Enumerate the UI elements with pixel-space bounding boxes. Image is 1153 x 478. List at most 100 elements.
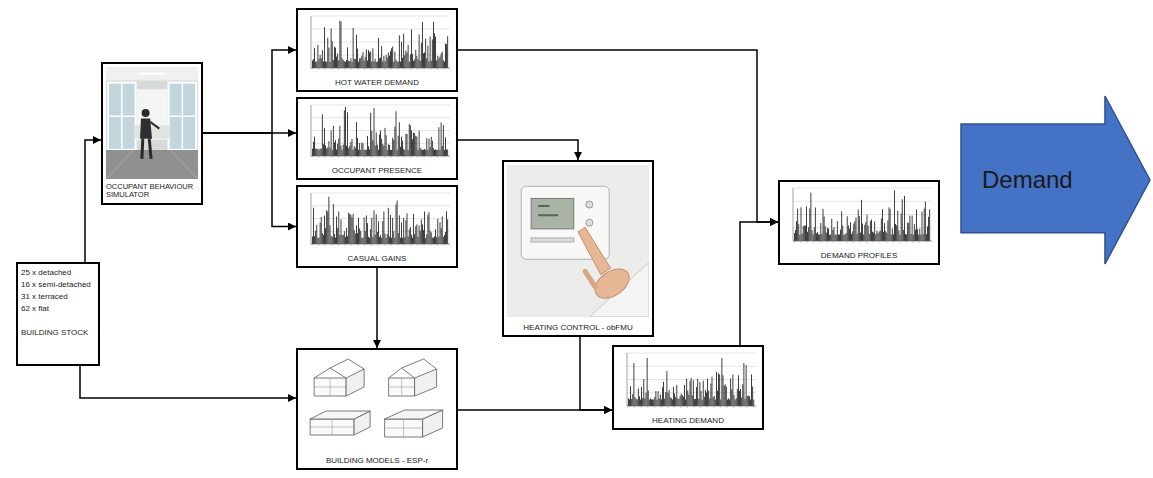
drawing-rect bbox=[641, 387, 643, 406]
drawing-rect bbox=[709, 399, 711, 406]
drawing-rect bbox=[321, 50, 323, 68]
drawing-rect bbox=[743, 363, 745, 406]
drawing-rect bbox=[695, 399, 697, 406]
stock-item: 16 x semi-detached bbox=[21, 279, 95, 291]
drawing-rect bbox=[392, 218, 394, 244]
drawing-rect bbox=[358, 150, 360, 156]
drawing-rect bbox=[735, 398, 737, 406]
drawing-rect bbox=[670, 398, 672, 406]
drawing-rect bbox=[315, 62, 317, 68]
simulator-box: OCCUPANT BEHAVIOUR SIMULATOR bbox=[101, 62, 203, 205]
drawing-rect bbox=[928, 217, 930, 241]
drawing-rect bbox=[811, 230, 813, 241]
drawing-rect bbox=[380, 130, 382, 156]
drawing-line bbox=[364, 244, 365, 246]
drawing-rect bbox=[430, 137, 432, 156]
drawing-rect bbox=[342, 145, 344, 156]
drawing-rect bbox=[436, 60, 438, 68]
drawing-line bbox=[430, 244, 431, 246]
drawing-rect bbox=[373, 210, 375, 244]
drawing-rect bbox=[336, 149, 338, 156]
drawing-rect bbox=[823, 216, 825, 241]
drawing-rect bbox=[341, 235, 343, 244]
drawing-rect bbox=[687, 391, 689, 406]
drawing-rect bbox=[385, 55, 387, 68]
drawing-rect bbox=[906, 235, 908, 241]
drawing-rect bbox=[362, 143, 364, 156]
drawing-path bbox=[140, 119, 152, 139]
drawing-rect bbox=[346, 146, 348, 156]
drawing-rect bbox=[376, 232, 378, 244]
drawing-rect bbox=[865, 222, 867, 241]
drawing-path bbox=[310, 411, 370, 419]
drawing-rect bbox=[725, 387, 727, 406]
drawing-path bbox=[311, 16, 450, 68]
drawing-rect bbox=[348, 148, 350, 156]
photo-drawing bbox=[106, 67, 198, 179]
drawing-rect bbox=[878, 231, 880, 241]
drawing-rect bbox=[441, 216, 443, 244]
drawing-rect bbox=[420, 219, 422, 244]
drawing-line bbox=[800, 241, 801, 243]
drawing-rect bbox=[354, 59, 356, 68]
drawing-rect bbox=[403, 218, 405, 244]
drawing-rect bbox=[842, 226, 844, 241]
drawing-rect bbox=[659, 395, 661, 406]
box-label: Demand bbox=[982, 166, 1152, 194]
drawing-rect bbox=[444, 235, 446, 244]
drawing-rect bbox=[327, 211, 329, 244]
drawing-rect bbox=[396, 200, 398, 244]
drawing-rect bbox=[918, 235, 920, 241]
drawing-line bbox=[866, 241, 867, 243]
drawing-rect bbox=[884, 223, 886, 241]
drawing-rect bbox=[349, 146, 351, 156]
drawing-rect bbox=[412, 139, 414, 156]
drawing-rect bbox=[871, 220, 873, 241]
drawing-line bbox=[364, 68, 365, 70]
drawing-rect bbox=[796, 221, 798, 241]
drawing-rect bbox=[415, 226, 417, 244]
drawing-rect bbox=[834, 234, 836, 241]
drawing-rect bbox=[711, 377, 713, 406]
drawing-rect bbox=[424, 149, 426, 156]
drawing-rect bbox=[135, 125, 170, 138]
drawing-rect bbox=[365, 49, 367, 68]
drawing-rect bbox=[371, 131, 373, 156]
drawing-rect bbox=[374, 59, 376, 68]
drawing-rect bbox=[427, 215, 429, 244]
drawing-rect bbox=[374, 145, 376, 156]
drawing-rect bbox=[315, 231, 317, 244]
drawing-rect bbox=[400, 238, 402, 244]
drawing-rect bbox=[394, 127, 396, 156]
drawing-rect bbox=[913, 224, 915, 241]
drawing-rect bbox=[921, 212, 923, 241]
drawing-rect bbox=[424, 211, 426, 244]
drawing-rect bbox=[391, 238, 393, 244]
box-label: HEATING CONTROL - obFMU bbox=[507, 322, 649, 332]
drawing-rect bbox=[139, 73, 165, 75]
drawing-line bbox=[906, 241, 907, 243]
drawing-line bbox=[424, 244, 425, 246]
drawing-rect bbox=[437, 150, 439, 156]
drawing-rect bbox=[654, 397, 656, 406]
drawing-rect bbox=[633, 363, 635, 406]
drawing-rect bbox=[736, 389, 738, 406]
drawing-rect bbox=[794, 233, 796, 241]
drawing-rect bbox=[389, 56, 391, 68]
connector-arrow bbox=[80, 366, 296, 398]
drawing-rect bbox=[724, 384, 726, 406]
drawing-rect bbox=[824, 226, 826, 241]
drawing-line bbox=[351, 244, 352, 246]
drawing-rect bbox=[389, 145, 391, 156]
drawing-rect bbox=[652, 399, 654, 406]
drawing-rect bbox=[339, 21, 341, 68]
drawing-line bbox=[404, 244, 405, 246]
drawing-rect bbox=[643, 379, 645, 406]
drawing-line bbox=[312, 68, 313, 70]
drawing-rect bbox=[916, 209, 918, 241]
drawing-rect bbox=[317, 238, 319, 244]
drawing-rect bbox=[821, 234, 823, 241]
drawing-rect bbox=[890, 235, 892, 241]
stock-item: 25 x detached bbox=[21, 267, 95, 279]
